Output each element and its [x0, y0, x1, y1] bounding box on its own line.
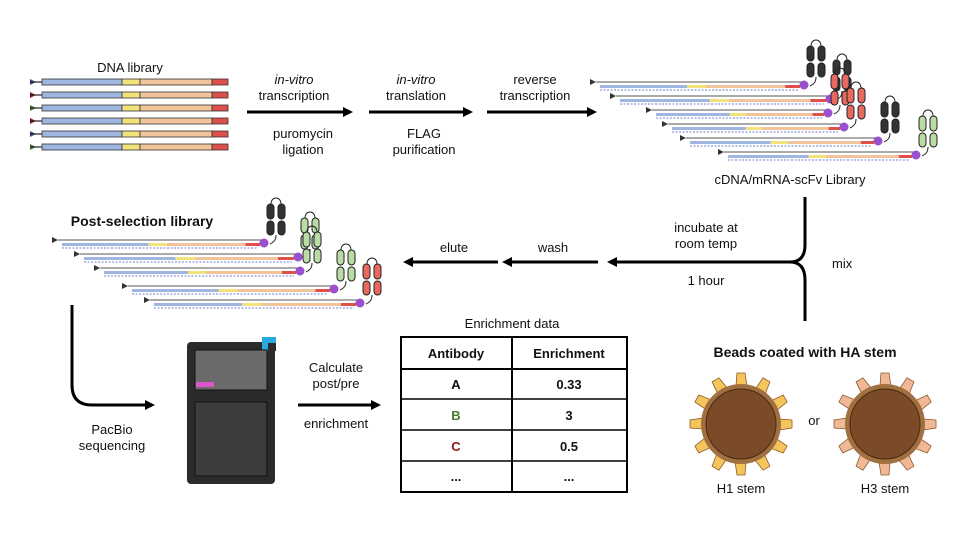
mix-label: mix [832, 256, 853, 271]
fusion-strand-icon [680, 95, 900, 147]
enrichment-table: Antibody Enrichment A 0.33 B 3 C 0.5 ...… [400, 336, 628, 493]
table-header-antibody: Antibody [428, 346, 485, 361]
fusion-strand-icon [74, 211, 320, 263]
beads-title: Beads coated with HA stem [713, 344, 896, 360]
antibody-icon [880, 95, 900, 143]
bead-icon-h1 [689, 372, 793, 476]
elute-label: elute [440, 240, 468, 255]
pacbio-label-2: sequencing [79, 438, 146, 453]
antibody-icon [362, 257, 382, 305]
antibody-icon [336, 243, 356, 291]
flag-label: FLAG [407, 126, 441, 141]
table-cell-antibody: A [451, 377, 461, 392]
cdna-library-stack [590, 39, 938, 161]
sequencer-icon [187, 337, 276, 484]
bead-icon-h3 [833, 372, 937, 476]
antibody-icon [918, 109, 938, 157]
fusion-strand-icon [52, 197, 286, 249]
incubate-label-2: room temp [675, 236, 737, 251]
ivtl-label-italic: in-vitro [396, 72, 435, 87]
table-cell-enrichment: ... [564, 469, 575, 484]
fusion-strand-icon [590, 39, 826, 91]
table-cell-enrichment: 3 [565, 408, 572, 423]
mix-bracket [789, 197, 807, 321]
wash-label: wash [537, 240, 568, 255]
table-header-enrichment: Enrichment [533, 346, 605, 361]
ligation-label: ligation [282, 142, 323, 157]
fusion-strand-icon [662, 81, 866, 133]
antibody-icon [806, 39, 826, 87]
dna-strand-icon [30, 117, 229, 125]
ivtl-label: translation [386, 88, 446, 103]
one-hour-label: 1 hour [688, 273, 726, 288]
dna-strand-icon [30, 143, 229, 151]
antibody-icon [302, 225, 322, 273]
dna-strand-icon [30, 78, 229, 86]
pacbio-label-1: PacBio [91, 422, 132, 437]
rt-label-1: reverse [513, 72, 556, 87]
ivt-label: transcription [259, 88, 330, 103]
h3-stem-label: H3 stem [861, 481, 909, 496]
antibody-icon [830, 67, 850, 115]
or-label: or [808, 413, 820, 428]
cdna-library-label: cDNA/mRNA-scFv Library [715, 172, 866, 187]
fusion-strand-icon [718, 109, 938, 161]
fusion-strand-icon [122, 243, 356, 295]
puromycin-label: puromycin [273, 126, 333, 141]
fusion-strand-icon [610, 53, 852, 105]
antibody-icon [266, 197, 286, 245]
incubate-label-1: incubate at [674, 220, 738, 235]
calc-label-1: Calculate [309, 360, 363, 375]
h1-stem-label: H1 stem [717, 481, 765, 496]
table-cell-antibody: C [451, 439, 461, 454]
enrichment-title: Enrichment data [465, 316, 560, 331]
calc-label-3: enrichment [304, 416, 369, 431]
antibody-icon [846, 81, 866, 129]
dna-strand-icon [30, 104, 229, 112]
fusion-strand-icon [94, 225, 322, 277]
dna-library-stack [30, 78, 229, 151]
purification-label: purification [393, 142, 456, 157]
dna-strand-icon [30, 91, 229, 99]
table-cell-antibody: B [451, 408, 460, 423]
post-selection-stack [52, 197, 382, 309]
table-cell-enrichment: 0.33 [556, 377, 581, 392]
table-cell-antibody: ... [451, 469, 462, 484]
rt-label-2: transcription [500, 88, 571, 103]
calc-label-2: post/pre [313, 376, 360, 391]
dna-strand-icon [30, 130, 229, 138]
fusion-strand-icon [144, 257, 382, 309]
ivt-label-italic: in-vitro [274, 72, 313, 87]
fusion-strand-icon [646, 67, 850, 119]
arrow-icon [70, 305, 155, 410]
post-selection-label: Post-selection library [71, 213, 214, 229]
dna-library-label: DNA library [97, 60, 163, 75]
table-cell-enrichment: 0.5 [560, 439, 578, 454]
